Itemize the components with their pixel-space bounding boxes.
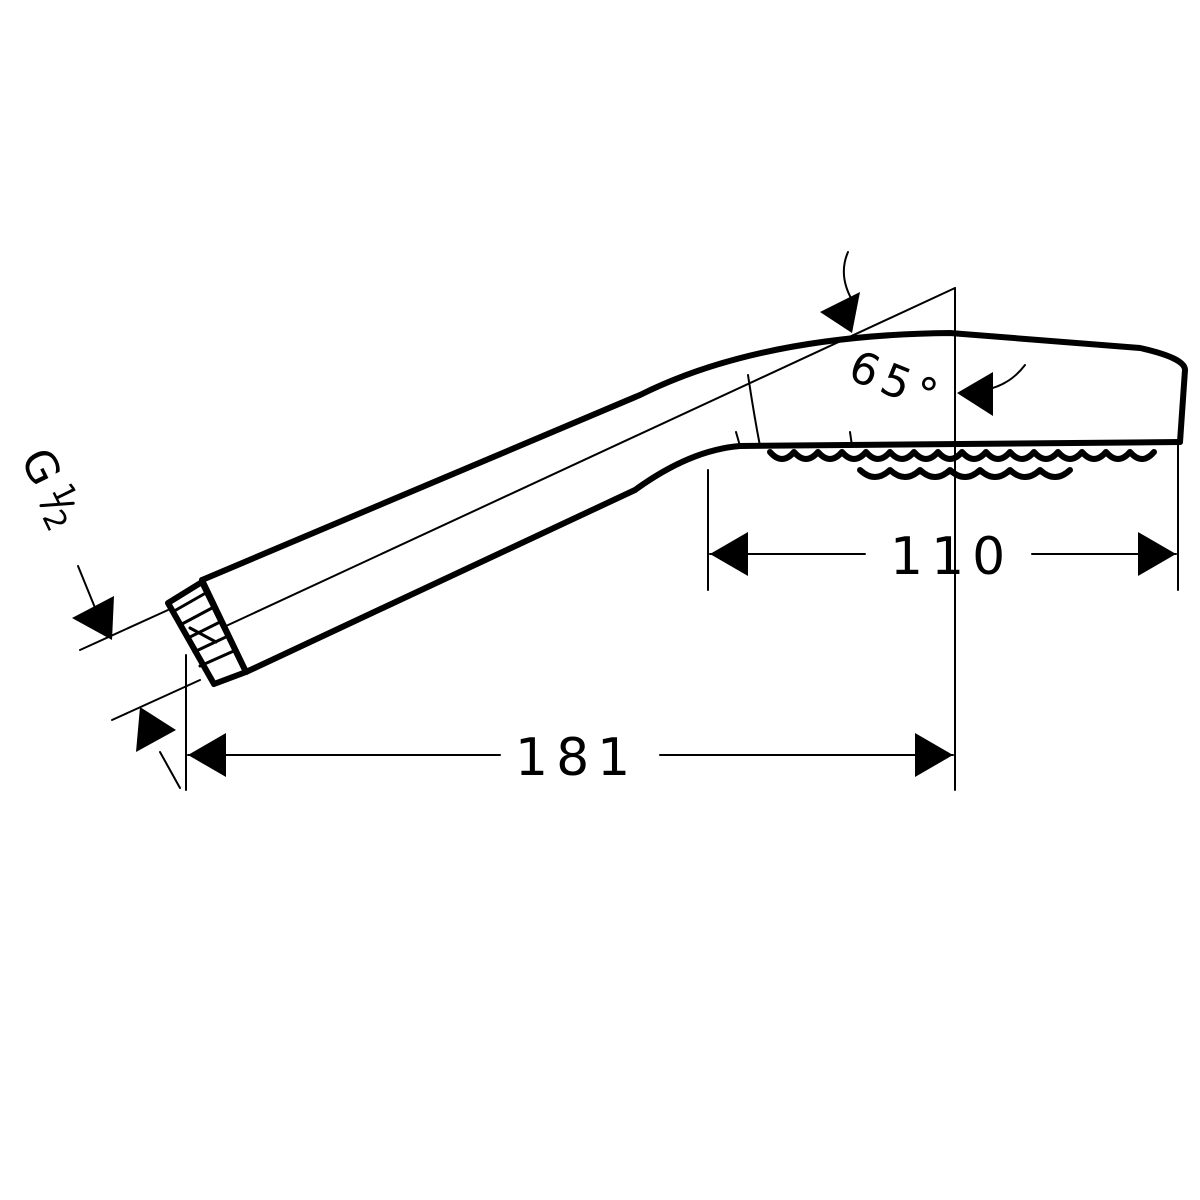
spray-nozzles <box>767 449 1157 480</box>
angle-arc-lower <box>747 374 761 447</box>
angle-arrow-right <box>957 372 993 416</box>
thread-label-denominator: 2 <box>35 505 75 538</box>
arrow-181-left <box>188 733 226 777</box>
arrow-181-right <box>915 733 953 777</box>
dim-label-181: 181 <box>515 728 638 788</box>
dimension-110: 110 <box>707 439 1179 591</box>
thread-label-fraction-bar <box>39 501 75 508</box>
body-bottom-edge <box>243 487 638 675</box>
angle-arc <box>842 251 853 301</box>
handle-centerline <box>225 287 956 627</box>
head-face-edge <box>632 439 1183 493</box>
angle-tick-2 <box>849 431 853 447</box>
arrow-110-right <box>1138 532 1176 576</box>
nozzle-row <box>767 449 1157 462</box>
nozzle-row-lower <box>857 467 1073 480</box>
angle-label: 65° <box>842 341 950 424</box>
angle-tick-1 <box>735 431 741 447</box>
thread-label: G 1 2 <box>10 440 84 538</box>
thread-leader-bottom <box>159 751 181 789</box>
thread-arrow-top <box>72 596 114 640</box>
dim-label-110: 110 <box>890 527 1013 587</box>
dimension-181: 181 <box>185 287 956 791</box>
thread-ext-line-top <box>79 609 169 651</box>
angle-arrow-top <box>820 292 860 333</box>
body-top-edge <box>199 330 1188 583</box>
connector-outline <box>165 579 249 687</box>
thread-ext-line-bottom <box>111 679 201 721</box>
thread-arrow-bottom <box>136 707 176 752</box>
shower-body <box>199 287 1188 675</box>
thread-connector <box>165 579 249 687</box>
connector-thread-marks <box>174 592 238 668</box>
arrow-110-left <box>710 532 748 576</box>
